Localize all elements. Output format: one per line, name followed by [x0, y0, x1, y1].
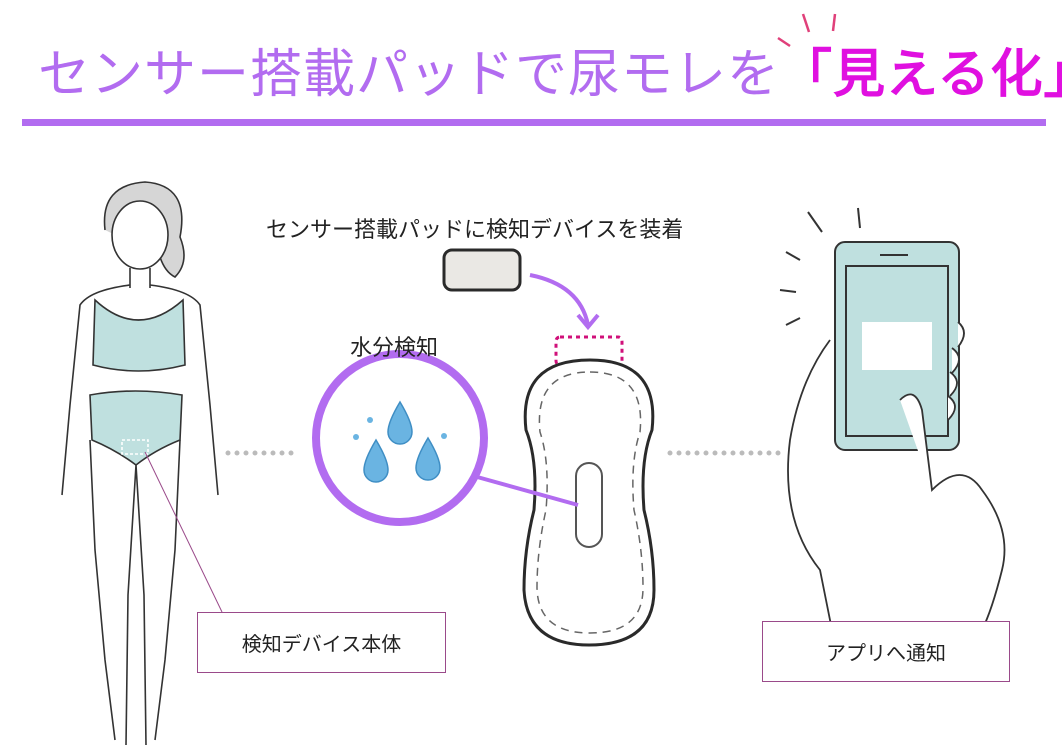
attach-label: センサー搭載パッドに検知デバイスを装着 — [266, 218, 684, 243]
sparkle-icon — [777, 13, 837, 48]
title-underline — [22, 119, 1046, 126]
device-body-caption: 検知デバイス本体 — [197, 612, 446, 673]
smartphone-icon — [834, 241, 960, 451]
title-main: センサー搭載パッドで尿モレを — [38, 45, 781, 105]
water-drop-icon — [353, 400, 447, 483]
app-notify-caption: アプリへ通知 — [762, 621, 1010, 682]
page-title: センサー搭載パッドで尿モレを「見える化」 — [38, 40, 1062, 110]
arrow-icon — [529, 273, 600, 331]
woman-figure — [61, 181, 223, 746]
notification-lines-icon — [779, 207, 861, 326]
sensor-device-icon — [442, 248, 522, 292]
title-highlight: 「見える化」 — [780, 45, 1062, 105]
moisture-label: 水分検知 — [350, 336, 439, 361]
hand-icon — [787, 321, 1006, 671]
pad-icon — [522, 358, 656, 647]
attach-area-marker — [554, 335, 624, 367]
